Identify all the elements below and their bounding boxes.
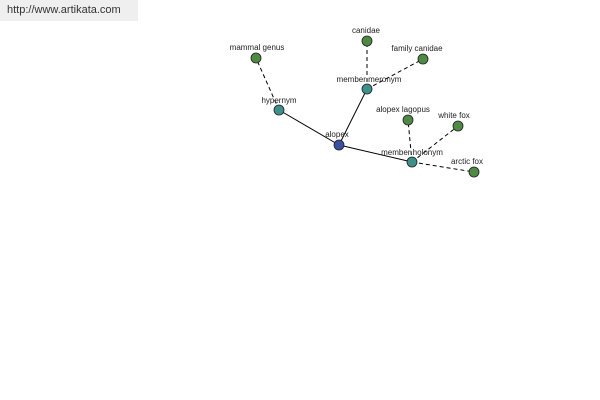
edge-member-holonym-to-white-fox bbox=[411, 125, 459, 163]
canidae-node-circle[interactable] bbox=[361, 35, 373, 47]
family-canidae-node-circle[interactable] bbox=[417, 53, 429, 65]
node-arctic-fox[interactable]: arctic fox bbox=[451, 157, 483, 178]
mammal-genus-node-label[interactable]: mammal genus bbox=[230, 43, 285, 52]
hypernym-node-label[interactable]: hypernym bbox=[261, 96, 296, 105]
node-canidae[interactable]: canidae bbox=[352, 26, 381, 47]
site-url[interactable]: http://www.artikata.com bbox=[7, 4, 121, 16]
node-alopex[interactable]: alopex bbox=[325, 130, 349, 151]
edge-alopex-to-hypernym bbox=[278, 109, 340, 146]
member-meronym-node-label[interactable]: member meronym bbox=[337, 75, 402, 84]
alopex-node-circle[interactable] bbox=[333, 139, 345, 151]
node-white-fox[interactable]: white fox bbox=[437, 111, 470, 132]
edge-member-holonym-to-alopex-lagopus bbox=[407, 119, 413, 163]
canidae-node-label[interactable]: canidae bbox=[352, 26, 381, 35]
white-fox-node-circle[interactable] bbox=[452, 120, 464, 132]
arctic-fox-node-circle[interactable] bbox=[468, 166, 480, 178]
edge-hypernym-to-mammal-genus bbox=[255, 57, 280, 111]
edge-alopex-to-member-meronym bbox=[338, 88, 368, 146]
hypernym-node-circle[interactable] bbox=[273, 104, 285, 116]
node-member-meronym[interactable]: member meronym bbox=[337, 75, 402, 95]
node-hypernym[interactable]: hypernym bbox=[261, 96, 297, 116]
family-canidae-node-label[interactable]: family canidae bbox=[391, 44, 443, 53]
member-holonym-node-circle[interactable] bbox=[406, 156, 418, 168]
white-fox-node-label[interactable]: white fox bbox=[437, 111, 470, 120]
alopex-lagopus-node-circle[interactable] bbox=[402, 114, 414, 126]
node-mammal-genus[interactable]: mammal genus bbox=[230, 43, 285, 64]
edge-member-holonym-to-arctic-fox bbox=[411, 161, 475, 173]
mammal-genus-node-circle[interactable] bbox=[250, 52, 262, 64]
node-member-holonym[interactable]: member holonym bbox=[381, 148, 443, 168]
arctic-fox-node-label[interactable]: arctic fox bbox=[451, 157, 483, 166]
edge-member-meronym-to-family-canidae bbox=[366, 58, 424, 90]
alopex-node-label[interactable]: alopex bbox=[325, 130, 349, 139]
url-banner: http://www.artikata.com bbox=[0, 0, 138, 21]
edge-alopex-to-member-holonym bbox=[338, 144, 413, 163]
member-holonym-node-label[interactable]: member holonym bbox=[381, 148, 443, 157]
alopex-lagopus-node-label[interactable]: alopex lagopus bbox=[376, 105, 430, 114]
node-alopex-lagopus[interactable]: alopex lagopus bbox=[376, 105, 430, 126]
node-family-canidae[interactable]: family canidae bbox=[391, 44, 443, 65]
member-meronym-node-circle[interactable] bbox=[361, 83, 373, 95]
